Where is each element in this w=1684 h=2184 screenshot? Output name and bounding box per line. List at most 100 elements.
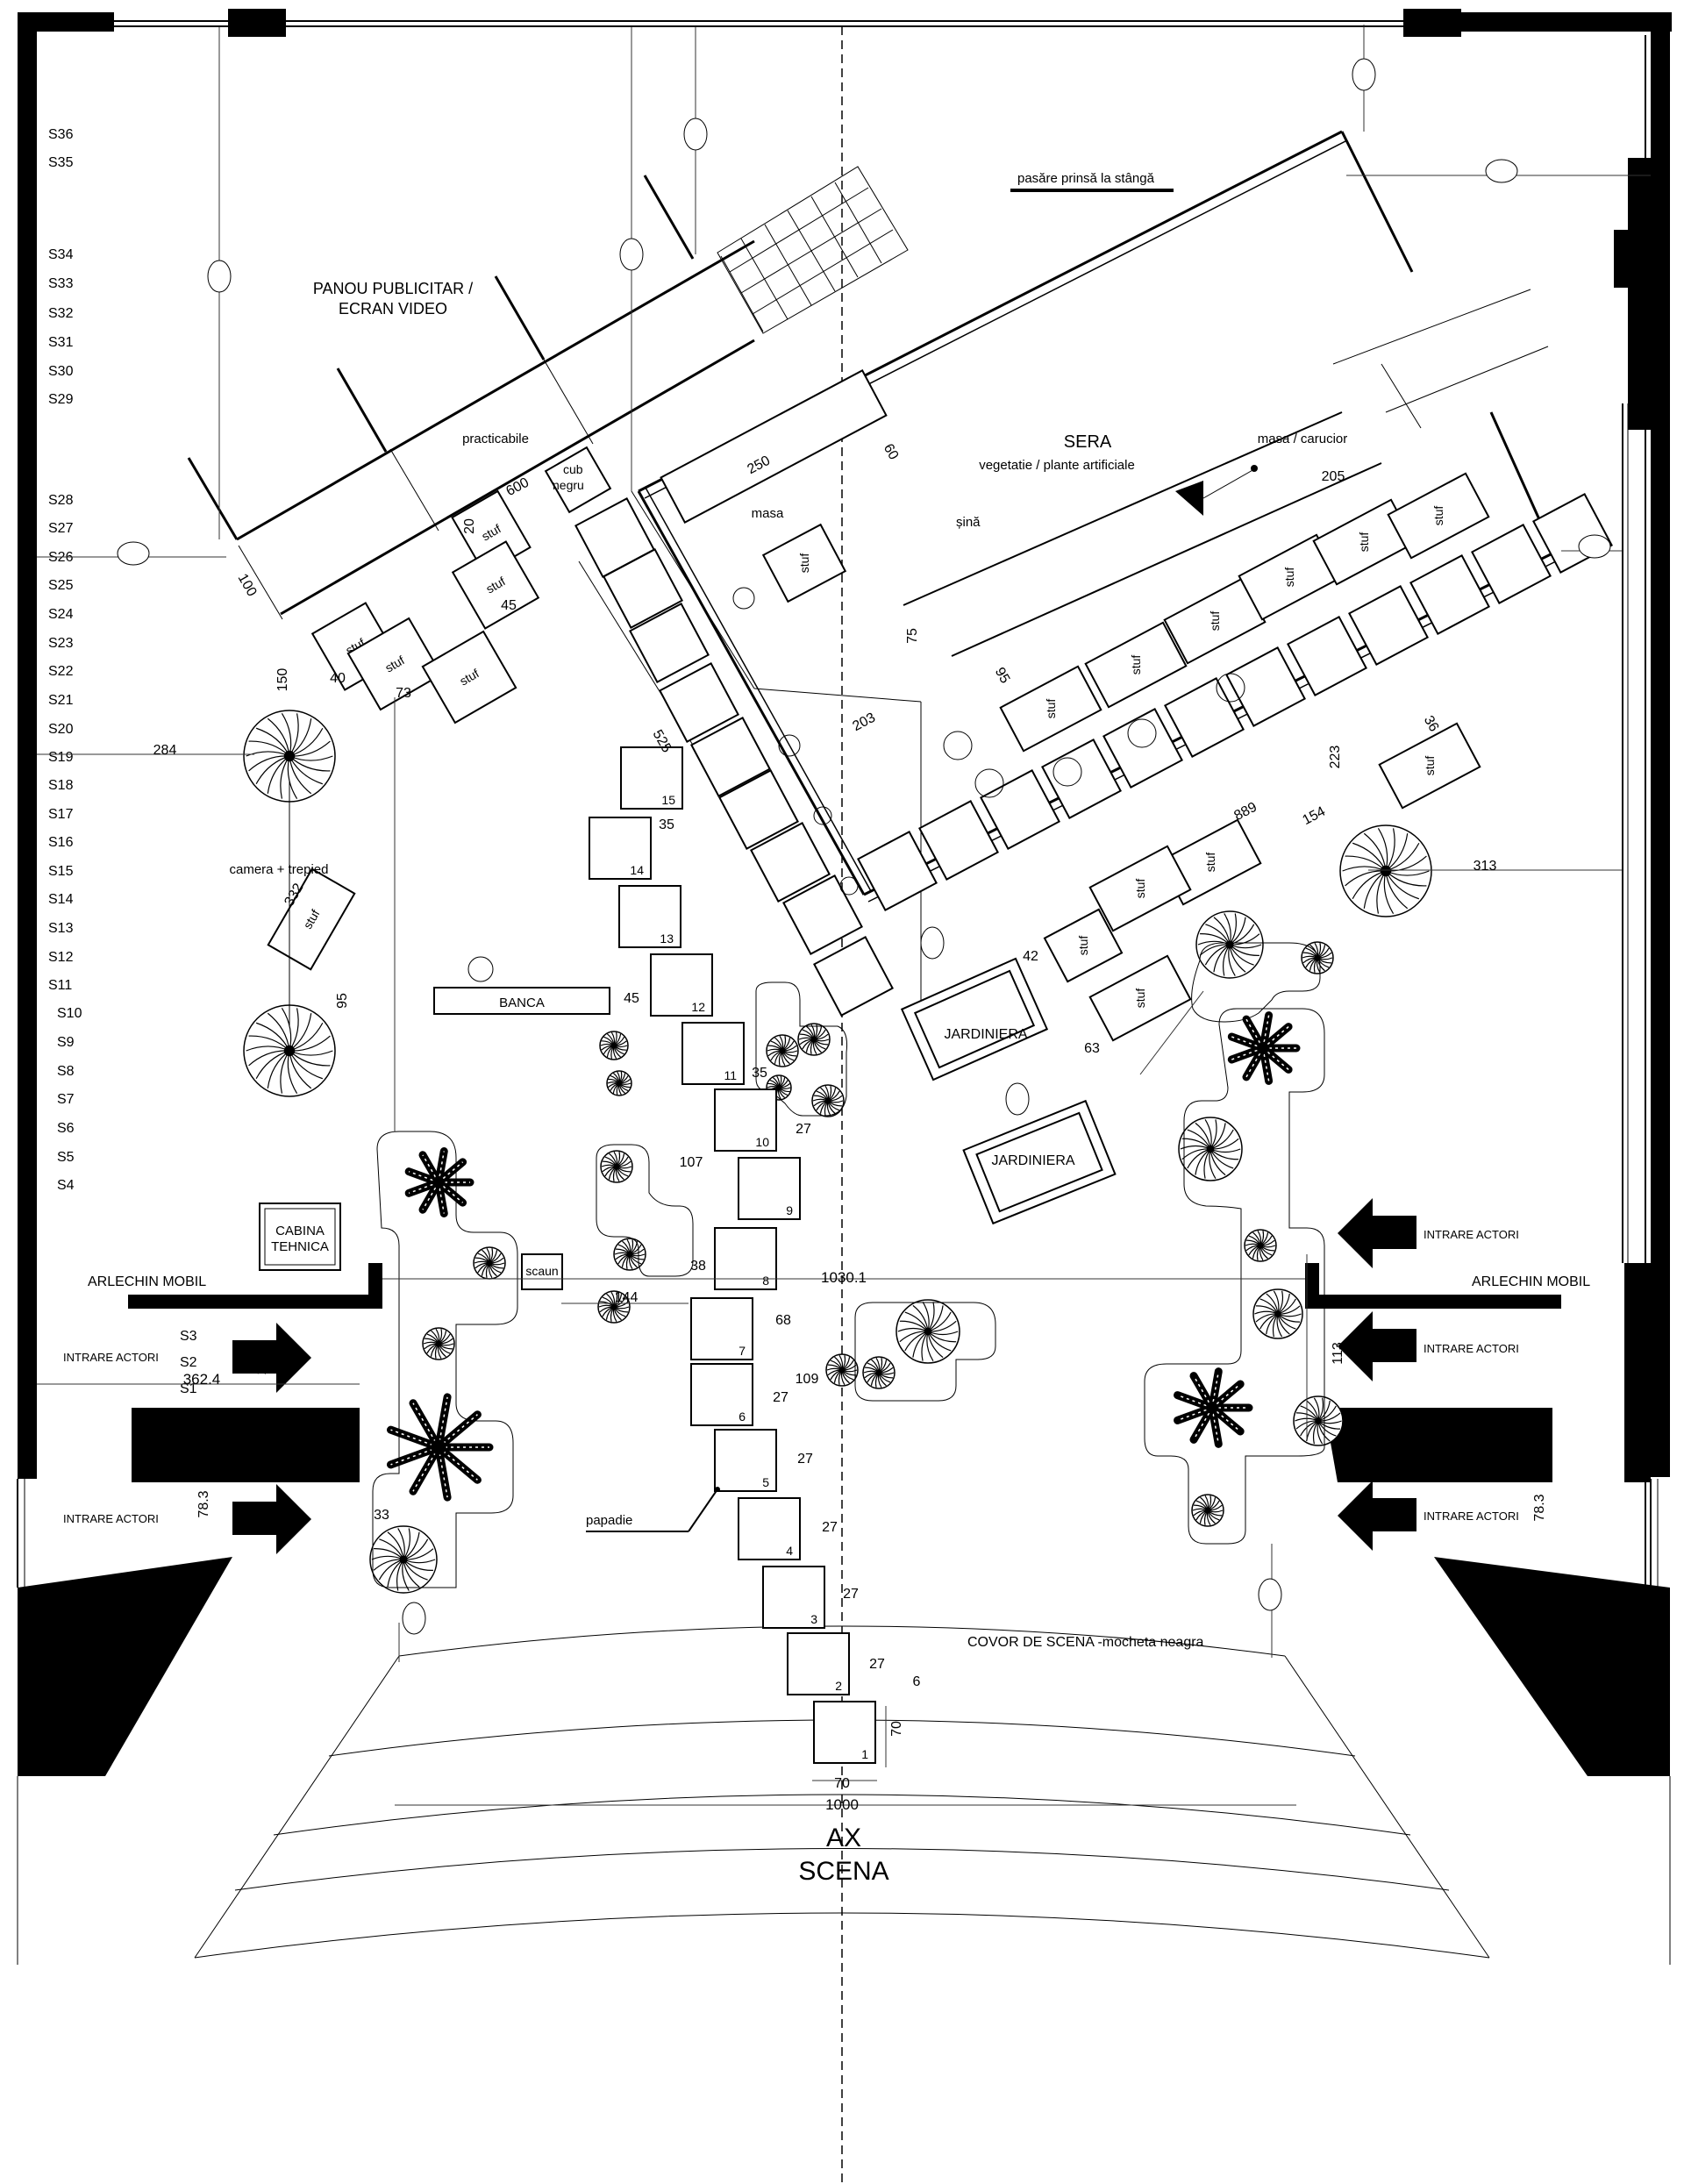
bar-label: S19 <box>48 750 74 765</box>
dimension-label: 100 <box>235 571 260 599</box>
tree-icon <box>862 1356 896 1389</box>
panou-label-line2: ECRAN VIDEO <box>339 300 447 318</box>
dimension-label: 600 <box>503 475 532 500</box>
dimension-ring <box>117 541 150 566</box>
bar-label: S2 <box>180 1355 197 1370</box>
dimension-label: 78.3 <box>196 1490 211 1517</box>
stepping-stone-number: 4 <box>786 1544 793 1558</box>
tree-icon <box>1339 824 1432 917</box>
bar-label: S6 <box>57 1121 75 1136</box>
dimension-ring <box>920 926 945 960</box>
bar-label: S23 <box>48 636 74 651</box>
cub-label-line1: cub <box>563 462 583 476</box>
masa-table <box>660 369 888 524</box>
bird-rail <box>1010 189 1174 192</box>
bar-label: S27 <box>48 521 74 536</box>
circled-dimension-markers <box>117 58 1611 1635</box>
stepping-stone-number: 11 <box>724 1068 737 1082</box>
tree-icons <box>243 710 1432 1594</box>
bar-label: S1 <box>180 1381 197 1396</box>
dimension-label: 27 <box>796 1122 811 1137</box>
stuf-label: stuf <box>797 553 811 574</box>
stepping-stone-number: 15 <box>661 793 675 807</box>
dimension-label: 70 <box>834 1776 850 1791</box>
bar-label: S24 <box>48 607 74 622</box>
bar-label: S22 <box>48 664 74 679</box>
sera-subtitle: vegetatie / plante artificiale <box>979 458 1135 473</box>
dimension-label: 75 <box>905 628 920 644</box>
bar-label: S3 <box>180 1329 197 1344</box>
dimension-label: 1030.1 <box>821 1269 867 1286</box>
dimension-label: 33 <box>374 1508 389 1523</box>
sera-title: SERA <box>1064 432 1112 452</box>
stepping-stone <box>787 1632 850 1695</box>
tree-icon <box>797 1023 831 1056</box>
tree-icon <box>1195 910 1264 979</box>
left-arrow-icon <box>1338 1198 1416 1268</box>
stepping-stone <box>650 953 713 1017</box>
arlechin-right-label: ARLECHIN MOBIL <box>1472 1274 1590 1289</box>
dimension-label: 36 <box>1421 713 1442 734</box>
stuf-label: stuf <box>1044 699 1058 719</box>
banca-bench <box>433 987 610 1015</box>
dimension-label: 45 <box>501 598 517 613</box>
palm-icon <box>1174 1367 1253 1448</box>
stepping-stone <box>714 1429 777 1492</box>
stepping-stone <box>620 746 683 810</box>
stepping-stone-number: 2 <box>835 1679 842 1693</box>
tree-icon <box>896 1299 960 1364</box>
dimension-label: 113 <box>1331 1342 1345 1365</box>
tree-icon <box>825 1353 859 1387</box>
stepping-stone <box>762 1566 825 1629</box>
bar-label: S15 <box>48 864 74 879</box>
stepping-stone <box>690 1363 753 1426</box>
stuf-label: stuf <box>1076 936 1090 956</box>
dimension-label: 35 <box>752 1066 767 1081</box>
bar-label: S18 <box>48 778 74 793</box>
tree-icon <box>422 1327 455 1360</box>
stepping-stone-number: 14 <box>630 863 644 877</box>
dimension-label: 70 <box>889 1721 904 1737</box>
stepping-stone <box>738 1497 801 1560</box>
dimension-ring <box>402 1602 426 1635</box>
tree-icon <box>1244 1229 1277 1262</box>
tree-icon <box>811 1084 845 1117</box>
bird-label: pasăre prinsă la stângă <box>1017 171 1155 186</box>
bar-label: S11 <box>48 978 72 993</box>
dimension-label: 150 <box>275 668 290 692</box>
bar-label: S36 <box>48 127 74 142</box>
cub-label-line2: negru <box>553 478 584 492</box>
dimension-label: 144 <box>615 1290 639 1305</box>
arlechin-left-label: ARLECHIN MOBIL <box>88 1274 206 1289</box>
stuf-box <box>451 540 540 630</box>
dimension-label: 313 <box>1474 859 1497 874</box>
dimension-label: 113 <box>254 1353 269 1375</box>
tree-icon <box>369 1525 438 1594</box>
stuf-box <box>1043 908 1124 983</box>
dimension-label: 35 <box>659 817 674 832</box>
dimension-label: 223 <box>1328 746 1343 769</box>
tree-icon <box>606 1070 632 1096</box>
stuf-label: stuf <box>1431 506 1445 526</box>
tree-icon <box>600 1150 633 1183</box>
masa-label: masa <box>752 506 784 521</box>
stepping-stone <box>690 1297 753 1360</box>
dimension-label: 27 <box>822 1520 838 1535</box>
stepping-stone <box>813 1701 876 1764</box>
stuf-label: stuf <box>1133 989 1147 1009</box>
intrare-right-3: INTRARE ACTORI <box>1424 1510 1519 1523</box>
masa-carucior-label: masa / carucior <box>1258 432 1348 446</box>
bar-label: S4 <box>57 1178 75 1193</box>
bar-label: S33 <box>48 276 74 291</box>
bar-label: S35 <box>48 155 74 170</box>
stuf-box <box>1387 472 1490 560</box>
panou-label-line1: PANOU PUBLICITAR / <box>313 280 473 297</box>
stepping-stone <box>589 817 652 880</box>
stepping-stone-number: 6 <box>739 1410 746 1424</box>
bar-label: S21 <box>48 693 74 708</box>
right-arrow-icon <box>232 1484 311 1554</box>
sera-module-grid <box>574 493 1613 1017</box>
dimension-label: 63 <box>1084 1041 1100 1056</box>
stuf-box <box>761 523 847 603</box>
cub-negru-box <box>544 446 612 514</box>
